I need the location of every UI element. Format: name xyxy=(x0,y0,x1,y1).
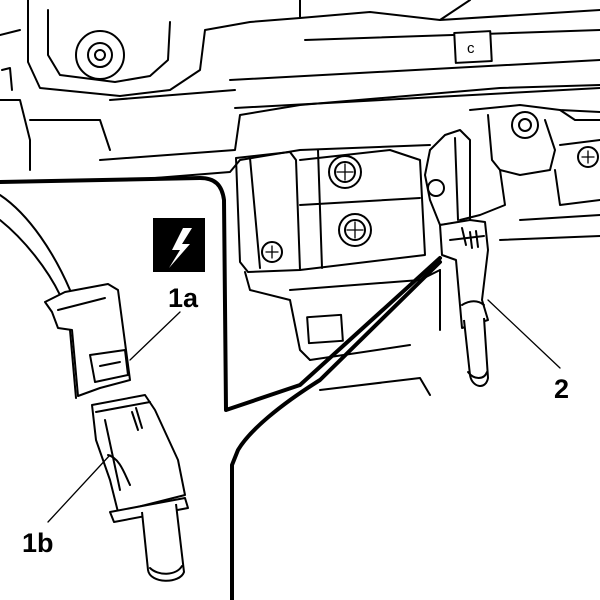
callout-leaders xyxy=(47,299,561,523)
harness-routing xyxy=(0,176,442,600)
leader-2 xyxy=(487,299,561,369)
leader-1b xyxy=(47,454,111,523)
connector-2 xyxy=(439,219,489,387)
mount-boss xyxy=(75,30,125,80)
connector-1 xyxy=(44,283,189,582)
callout-1a: 1a xyxy=(168,283,199,313)
panel-tab xyxy=(453,30,493,64)
leader-1a xyxy=(129,311,181,361)
connector-1b xyxy=(91,394,189,582)
lightning-bolt-icon xyxy=(153,218,205,272)
connector-1a xyxy=(44,283,131,399)
panel-marking: c xyxy=(467,40,475,57)
callout-1b: 1b xyxy=(22,528,54,558)
callout-2: 2 xyxy=(554,374,569,404)
dashboard-structure: c xyxy=(0,0,600,396)
